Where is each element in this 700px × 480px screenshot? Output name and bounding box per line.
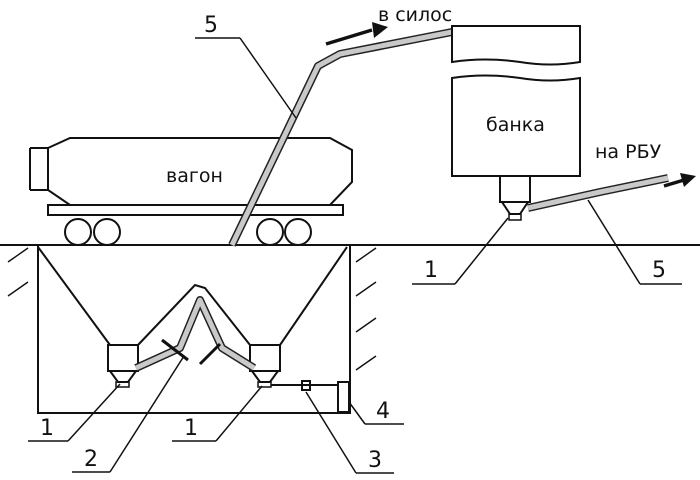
callout-1-left: 1 bbox=[40, 416, 54, 441]
leader-5-right bbox=[587, 199, 682, 285]
callout-4: 4 bbox=[376, 399, 390, 424]
arrow-to-silo bbox=[325, 22, 388, 46]
conveying-pipe-to-silo bbox=[228, 28, 453, 247]
air-line bbox=[271, 380, 338, 391]
wagon-body bbox=[29, 137, 353, 216]
ground-hatching bbox=[7, 247, 377, 371]
label-to-rbu: на РБУ bbox=[595, 141, 662, 163]
callout-2: 2 bbox=[84, 447, 98, 472]
compressor bbox=[337, 381, 350, 413]
label-tank: банка bbox=[486, 114, 545, 136]
leader-2 bbox=[72, 355, 185, 473]
label-to-silo: в силос bbox=[378, 4, 452, 26]
tank bbox=[451, 74, 581, 177]
leader-1-left bbox=[28, 383, 121, 442]
branch-pipes bbox=[134, 296, 257, 372]
leader-1-right bbox=[412, 217, 509, 285]
wagon-wheels bbox=[64, 218, 312, 246]
callout-1-right: 1 bbox=[424, 258, 438, 283]
conveying-pipe-to-rbu bbox=[527, 174, 669, 212]
leader-1-middle bbox=[172, 385, 263, 442]
callout-3: 3 bbox=[368, 448, 382, 473]
pump-left bbox=[107, 344, 139, 388]
silo-top bbox=[451, 25, 581, 66]
callout-5-top: 5 bbox=[204, 13, 218, 38]
leader-4 bbox=[348, 401, 404, 425]
receiving-hoppers bbox=[37, 246, 348, 346]
pit bbox=[37, 244, 351, 414]
arrow-to-rbu bbox=[663, 173, 696, 188]
pump-right bbox=[499, 175, 531, 221]
label-wagon: вагон bbox=[166, 165, 223, 187]
leader-5-top bbox=[195, 37, 297, 119]
callout-1-middle: 1 bbox=[184, 416, 198, 441]
callout-5-right: 5 bbox=[652, 258, 666, 283]
leader-3 bbox=[305, 391, 394, 474]
